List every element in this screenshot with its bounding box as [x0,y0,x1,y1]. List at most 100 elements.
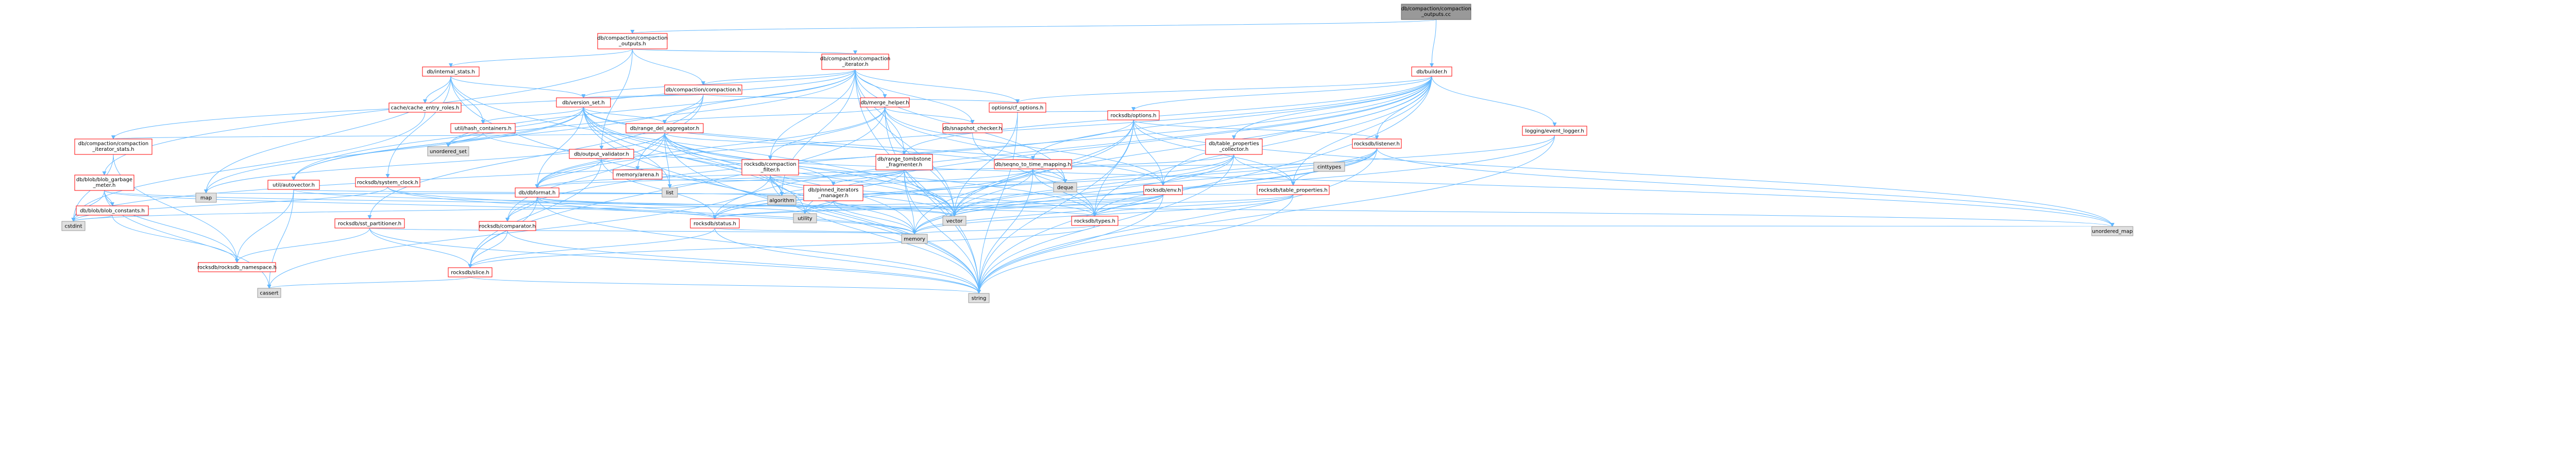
node-rdb-comparator[interactable]: rocksdb/comparator.h [479,221,536,231]
edge-rdb-options-to-sys-unordered-map [1133,119,2114,227]
node-box [267,180,320,190]
node-seqno-to-time[interactable]: db/seqno_to_time_mapping.h [994,159,1072,169]
edge-output-validator-to-rdb-slice [468,158,602,268]
node-root[interactable]: db/compaction/compaction_outputs.cc [1401,4,1471,20]
node-internal-stats[interactable]: db/internal_stats.h [422,66,480,77]
node-blob-gc-meter[interactable]: db/blob/blob_garbage_meter.h [74,175,134,191]
node-pinned-iter-mgr[interactable]: db/pinned_iterators_manager.h [803,185,863,201]
edge-builder-to-rdb-listener [1375,76,1432,140]
edge-rdb-env-to-sys-string [977,194,1163,294]
node-box [334,218,405,229]
edge-root-to-co-h [631,19,1436,34]
node-label: cassert [260,291,278,297]
edge-version-set-to-dbformat [535,107,584,188]
edge-range-tombstone-frag-to-dbformat [535,169,905,188]
edge-rdb-options-to-sys-memory [912,119,1134,235]
edge-blob-gc-meter-to-rdb-namespace [104,190,239,263]
edge-range-tombstone-frag-to-pinned-iter-mgr [831,169,905,186]
node-label: _iterator_stats.h [92,147,134,152]
node-ci-stats[interactable]: db/compaction/compaction_iterator_stats.… [74,138,152,155]
node-rdb-env[interactable]: rocksdb/env.h [1143,185,1183,195]
node-label: _outputs.h [618,41,646,47]
node-ci-h[interactable]: db/compaction/compaction_iterator.h [820,54,890,70]
edge-range-del-agg-to-sys-map [204,132,665,194]
node-box [1107,110,1160,120]
node-box [968,293,990,303]
edge-rdb-types-to-sys-unordered-map [1094,223,2113,227]
node-box [2091,226,2133,236]
node-co-h[interactable]: db/compaction/compaction_outputs.h [597,33,668,49]
node-rdb-sst-partitioner[interactable]: rocksdb/sst_partitioner.h [334,218,405,229]
edge-rdb-options-to-sys-string [977,119,1134,294]
node-range-tombstone-frag[interactable]: db/range_tombstone_fragmenter.h [875,154,933,170]
edge-co-h-to-ci-h [632,48,857,55]
node-sys-list: list [662,187,678,198]
edge-rdb-comparator-to-rdb-slice [468,230,508,268]
node-box [767,195,796,205]
edge-builder-to-table-props-collector [1232,76,1432,140]
node-label: _iterator.h [842,62,869,67]
node-box [74,138,152,155]
node-range-del-agg[interactable]: db/range_del_aggregator.h [625,123,704,133]
node-cf-options[interactable]: options/cf_options.h [989,102,1046,113]
node-label: rocksdb/compaction [744,162,796,167]
node-hash-containers[interactable]: util/hash_containers.h [450,123,516,133]
edge-cf-options-to-sys-string [977,112,1018,294]
node-version-set[interactable]: db/version_set.h [556,97,611,108]
node-compaction-h[interactable]: db/compaction/compaction.h [664,84,742,95]
node-rdb-system-clock[interactable]: rocksdb/system_clock.h [355,177,420,187]
node-rdb-listener[interactable]: rocksdb/listener.h [1352,138,1402,149]
edge-dbformat-to-sys-string [537,197,981,294]
node-label: string [972,296,987,302]
node-label: db/range_del_aggregator.h [630,126,700,132]
edge-builder-to-seqno-to-time [1031,76,1432,160]
node-rdb-types[interactable]: rocksdb/types.h [1071,216,1118,226]
node-merge-helper[interactable]: db/merge_helper.h [860,97,910,108]
node-rdb-status[interactable]: rocksdb/status.h [690,218,740,229]
node-sys-vector: vector [942,216,967,226]
node-sys-map: map [195,193,217,203]
edge-dbformat-to-sys-utility [537,197,807,214]
edge-rdb-slice-to-sys-cassert [267,276,470,289]
edge-rdb-sst-partitioner-to-rdb-namespace [235,228,370,263]
node-output-validator[interactable]: db/output_validator.h [569,149,634,159]
node-rdb-slice[interactable]: rocksdb/slice.h [448,267,493,277]
node-sys-deque: deque [1053,182,1077,193]
node-label: util/autovector.h [273,183,315,188]
edge-output-validator-to-rdb-status [601,158,717,219]
edge-table-props-collector-to-sys-vector [952,154,1234,217]
node-table-props-collector[interactable]: db/table_properties_collector.h [1205,138,1263,155]
edge-blob-constants-to-sys-cstdint [71,215,113,222]
node-snapshot-checker[interactable]: db/snapshot_checker.h [942,123,1003,133]
edge-rdb-table-props-to-sys-memory [912,194,1294,235]
edge-rdb-options-to-rdb-listener [1133,119,1379,140]
node-compaction-filter[interactable]: rocksdb/compaction_filter.h [741,159,799,176]
edge-ci-h-to-snapshot-checker [855,69,975,124]
node-logging-event-logger[interactable]: logging/event_logger.h [1522,126,1587,136]
node-memory-arena[interactable]: memory/arena.h [613,169,663,180]
node-util-autovector[interactable]: util/autovector.h [267,180,320,190]
node-label: db/output_validator.h [574,152,629,158]
node-blob-constants[interactable]: db/blob/blob_constants.h [76,205,149,216]
node-builder[interactable]: db/builder.h [1411,66,1452,77]
edge-util-autovector-to-sys-vector [293,189,957,217]
node-sys-utility: utility [793,213,817,223]
node-label: _filter.h [760,167,780,173]
node-box [793,213,817,223]
node-rdb-namespace[interactable]: rocksdb/rocksdb_namespace.h [197,262,277,272]
node-box [515,187,560,198]
node-sys-unordered-map: unordered_map [2091,226,2133,236]
node-label: rocksdb/options.h [1111,113,1157,119]
edge-builder-to-logging-event-logger [1431,76,1557,127]
edge-rdb-listener-to-rdb-types [1093,148,1377,217]
node-rdb-table-props[interactable]: rocksdb/table_properties.h [1257,185,1330,195]
node-cache-entry-roles[interactable]: cache/cache_entry_roles.h [388,102,462,113]
node-rdb-options[interactable]: rocksdb/options.h [1107,110,1160,120]
edge-version-set-to-rdb-env [583,107,1165,186]
edge-merge-helper-to-range-del-agg [663,107,885,124]
edge-ci-h-to-range-tombstone-frag [855,69,906,155]
edge-builder-to-sys-string [977,76,1432,294]
edge-rdb-env-to-rdb-types [1093,194,1163,217]
edge-merge-helper-to-compaction-filter [768,107,885,160]
node-dbformat[interactable]: db/dbformat.h [515,187,560,198]
